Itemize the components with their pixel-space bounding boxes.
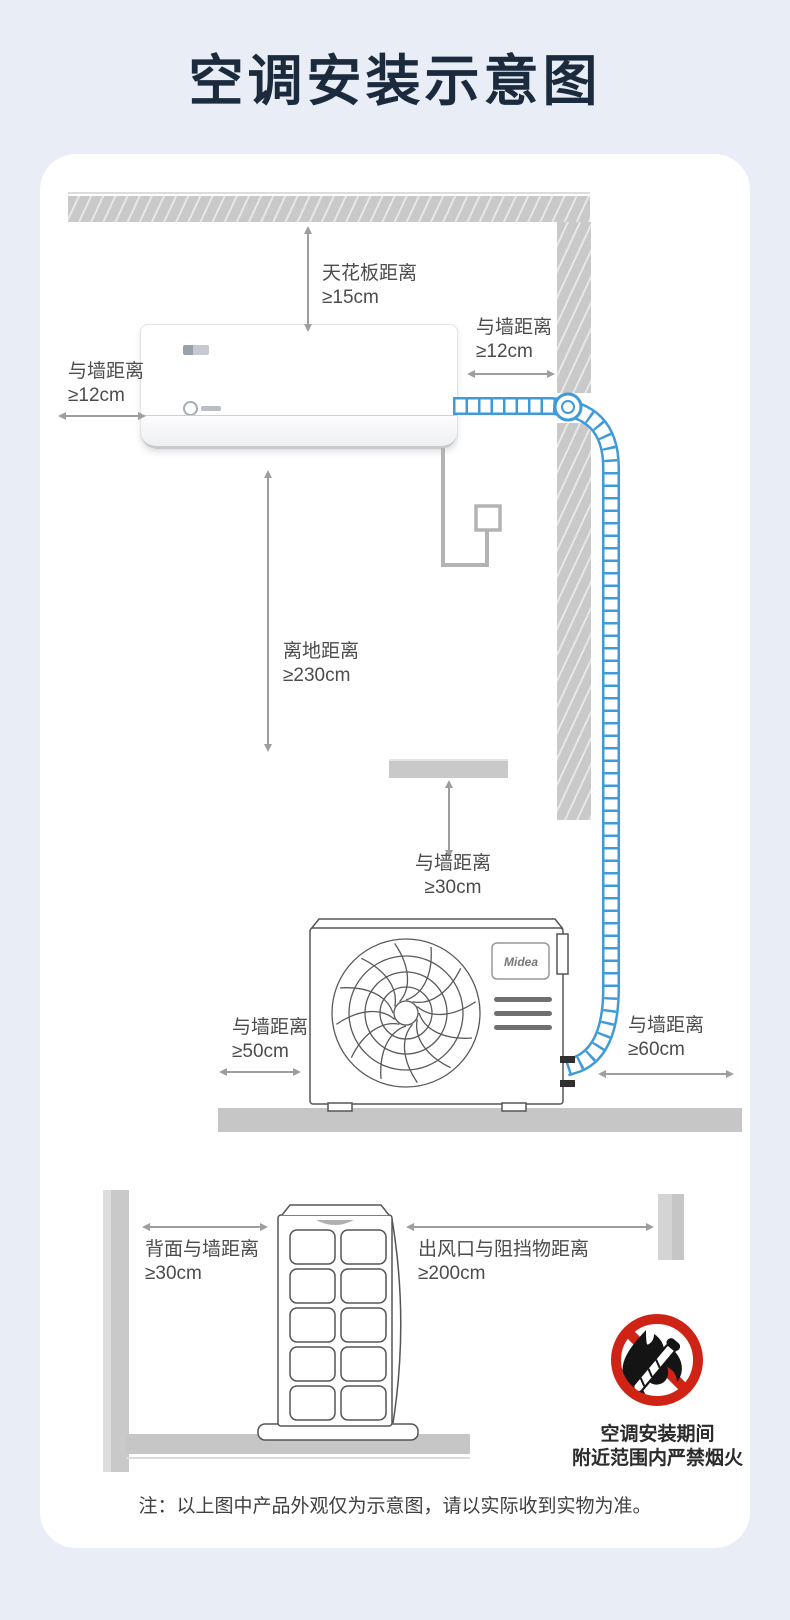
outdoor-left-clearance-arrow (219, 1068, 301, 1076)
outdoor-top-clearance-arrow (445, 780, 453, 858)
indoor-unit-logo-icon (183, 401, 198, 416)
ledge-bar (389, 759, 508, 778)
outlet-clearance-arrow (406, 1223, 654, 1231)
outdoor-right-clearance-arrow (598, 1070, 734, 1078)
indoor-left-wall-arrow (58, 412, 146, 420)
clearance-value: ≥230cm (283, 665, 351, 686)
clearance-label: 离地距离 (283, 641, 360, 662)
bottom-floor-underline (126, 1457, 470, 1459)
clearance-value: ≥200cm (418, 1263, 486, 1284)
clearance-value: ≥15cm (322, 287, 379, 308)
bottom-wall-outer (103, 1190, 111, 1472)
disclaimer-note: 注：以上图中产品外观仅为示意图，请以实际收到实物为准。 (138, 1496, 652, 1517)
clearance-value: ≥50cm (232, 1041, 289, 1062)
fire-warning-line2: 附近范围内严禁烟火 (571, 1448, 743, 1469)
clearance-value: ≥12cm (68, 385, 125, 406)
clearance-label: 与墙距离 (232, 1017, 309, 1038)
indoor-unit-logo-text (201, 406, 221, 411)
bottom-floor (126, 1434, 470, 1454)
indoor-right-wall-arrow (467, 370, 555, 378)
right-wall-lower (557, 423, 591, 820)
ceiling-clearance-arrow (304, 226, 312, 332)
clearance-label: 天花板距离 (322, 263, 418, 284)
clearance-label: 与墙距离 (476, 317, 553, 338)
clearance-value: ≥60cm (628, 1039, 685, 1060)
indoor-unit-badge (183, 345, 209, 355)
right-wall-upper (557, 222, 591, 393)
bottom-wall (111, 1190, 129, 1472)
ceiling-edge-line (68, 192, 590, 194)
clearance-label: 与墙距离 (628, 1015, 705, 1036)
back-wall-clearance-annotation: 背面与墙距离 ≥30cm (145, 1238, 259, 1286)
fire-warning-line1: 空调安装期间 (600, 1424, 715, 1445)
clearance-label: 出风口与阻挡物距离 (418, 1239, 590, 1260)
clearance-label: 与墙距离 (414, 853, 491, 874)
outlet-clearance-annotation: 出风口与阻挡物距离 ≥200cm (418, 1238, 589, 1286)
ceiling-bar (68, 196, 590, 222)
page-title: 空调安装示意图 (188, 50, 602, 112)
clearance-label: 与墙距离 (68, 361, 145, 382)
outdoor-right-clearance-annotation: 与墙距离 ≥60cm (628, 1014, 704, 1062)
clearance-value: ≥12cm (476, 341, 533, 362)
ground-bar (218, 1108, 742, 1132)
floor-clearance-arrow (264, 470, 272, 752)
fire-warning-caption: 空调安装期间 附近范围内严禁烟火 (560, 1423, 755, 1471)
indoor-right-wall-annotation: 与墙距离 ≥12cm (476, 316, 552, 364)
clearance-label: 背面与墙距离 (145, 1239, 260, 1260)
ceiling-clearance-annotation: 天花板距离 ≥15cm (322, 262, 417, 310)
clearance-value: ≥30cm (424, 877, 482, 898)
outdoor-top-clearance-annotation: 与墙距离 ≥30cm (398, 852, 508, 900)
floor-clearance-annotation: 离地距离 ≥230cm (283, 640, 359, 688)
indoor-unit-flap (141, 415, 457, 449)
outdoor-left-clearance-annotation: 与墙距离 ≥50cm (232, 1016, 308, 1064)
back-wall-clearance-arrow (142, 1223, 268, 1231)
indoor-left-wall-annotation: 与墙距离 ≥12cm (68, 360, 144, 408)
clearance-value: ≥30cm (145, 1263, 202, 1284)
indoor-unit (140, 324, 458, 450)
obstruction-block (658, 1194, 684, 1260)
